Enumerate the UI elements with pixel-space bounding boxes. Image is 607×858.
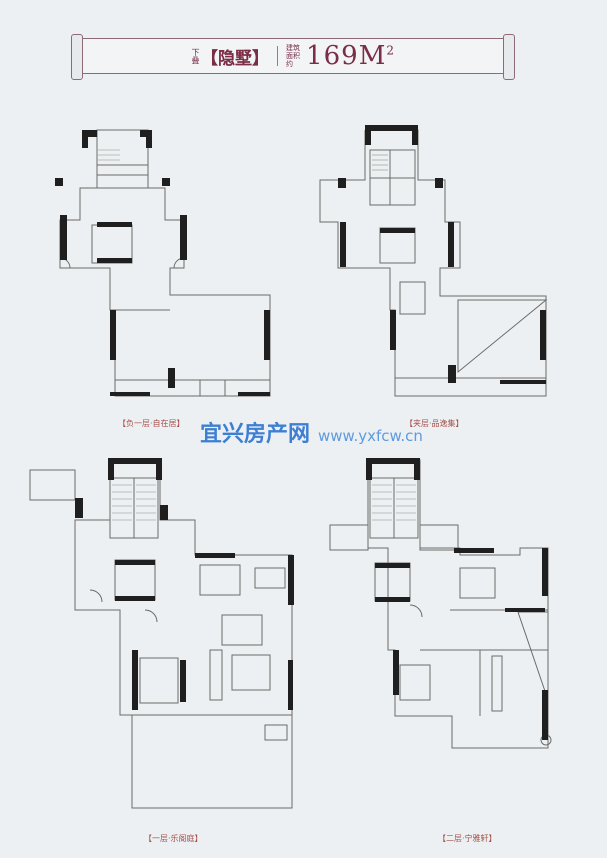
caption-mezzanine: 【夹层·品逸集】 (405, 419, 464, 428)
watermark-name: 宜兴房产网 (200, 422, 311, 447)
wall-segments (55, 125, 548, 740)
watermark-url: www.yxfcw.cn (318, 427, 423, 445)
plan-basement (59, 129, 271, 397)
scroll-end-left (71, 34, 83, 80)
caption-second-floor: 【二层·宁雅轩】 (438, 834, 497, 843)
caption-first-floor: 【一层·乐阁庭】 (144, 834, 203, 843)
scroll-end-right (503, 34, 515, 80)
plan-mezzanine (319, 129, 548, 397)
plan-second-floor (329, 459, 552, 749)
title-text: 【隐墅】 (201, 48, 270, 69)
title-divider (277, 46, 279, 66)
stair-treads (98, 149, 416, 521)
area-value: 169M2 (306, 41, 395, 71)
plan-first-floor (29, 459, 293, 809)
caption-basement: 【负一层·自在居】 (118, 419, 185, 428)
area-label: 建筑面积约 (286, 44, 301, 68)
title-prefix: 下叠 (191, 48, 201, 64)
title-banner: 下叠 【隐墅】 建筑面积约 169M2 (71, 34, 515, 80)
watermark: 宜兴房产网 www.yxfcw.cn (200, 416, 423, 448)
